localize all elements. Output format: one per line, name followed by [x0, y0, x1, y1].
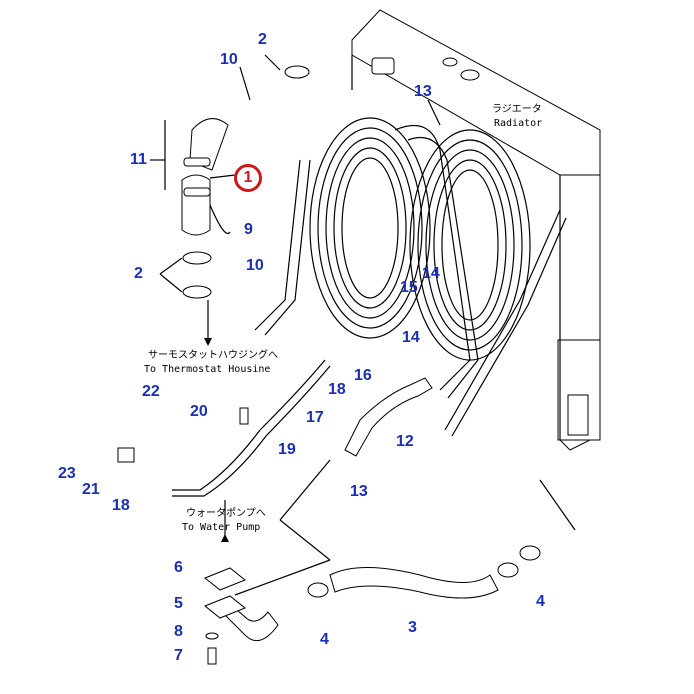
- callout-9: 9: [244, 221, 253, 238]
- callout-13: 13: [414, 83, 432, 100]
- callout-19: 19: [278, 441, 296, 458]
- callout-14: 14: [402, 329, 420, 346]
- callout-7: 7: [174, 647, 183, 664]
- callout-16: 16: [354, 367, 372, 384]
- upper-hose: [181, 118, 229, 236]
- leader-lines: [150, 54, 576, 596]
- elbow-5: [224, 605, 279, 642]
- callout-14: 14: [422, 265, 440, 282]
- flange-5: [204, 595, 246, 619]
- callout-6: 6: [174, 559, 183, 576]
- block-21: [117, 447, 135, 463]
- hose-3: [329, 567, 499, 599]
- clamp-4c: [519, 545, 541, 561]
- callout-21: 21: [82, 481, 100, 498]
- callout-11: 11: [130, 151, 147, 168]
- callout-23: 23: [58, 465, 76, 482]
- clamp-4a: [307, 582, 329, 598]
- callout-18: 18: [328, 381, 346, 398]
- callout-20: 20: [190, 403, 208, 420]
- highlight-marker: 1: [234, 164, 262, 192]
- waterpump-note-jp: ウォータポンプへ: [186, 508, 266, 519]
- callout-15: 15: [400, 279, 418, 296]
- bolt-20: [239, 407, 249, 425]
- callout-12: 12: [396, 433, 414, 450]
- gasket-6: [204, 567, 246, 591]
- callout-10: 10: [246, 257, 264, 274]
- callout-18: 18: [112, 497, 130, 514]
- clamp-2-lower: [182, 285, 212, 299]
- clamp-2-upper: [182, 251, 212, 265]
- thermostat-note-en: To Thermostat Housine: [144, 364, 271, 375]
- callout-2: 2: [258, 31, 267, 48]
- callout-4: 4: [320, 631, 329, 648]
- hose-12: [344, 377, 433, 457]
- callout-22: 22: [142, 383, 160, 400]
- bolt-7: [207, 647, 217, 665]
- pipe-17: [172, 359, 326, 491]
- waterpump-note-en: To Water Pump: [182, 522, 261, 533]
- washer-8: [205, 632, 219, 640]
- thermostat-note-jp: サーモスタットハウジングへ: [148, 350, 278, 361]
- callout-3: 3: [408, 619, 417, 636]
- radiator-note-en: Radiator: [494, 118, 543, 129]
- callout-5: 5: [174, 595, 183, 612]
- radiator-note-jp: ラジエータ: [492, 104, 542, 115]
- callout-8: 8: [174, 623, 183, 640]
- callout-13: 13: [350, 483, 368, 500]
- clamp-2-top: [284, 65, 310, 79]
- callout-4: 4: [536, 593, 545, 610]
- radiator-assembly: [351, 9, 601, 451]
- callout-17: 17: [306, 409, 324, 426]
- callout-2: 2: [134, 265, 143, 282]
- breather-hose: [209, 204, 231, 234]
- clamp-4b: [497, 562, 519, 578]
- fan-shroud: [254, 117, 567, 437]
- callout-10: 10: [220, 51, 238, 68]
